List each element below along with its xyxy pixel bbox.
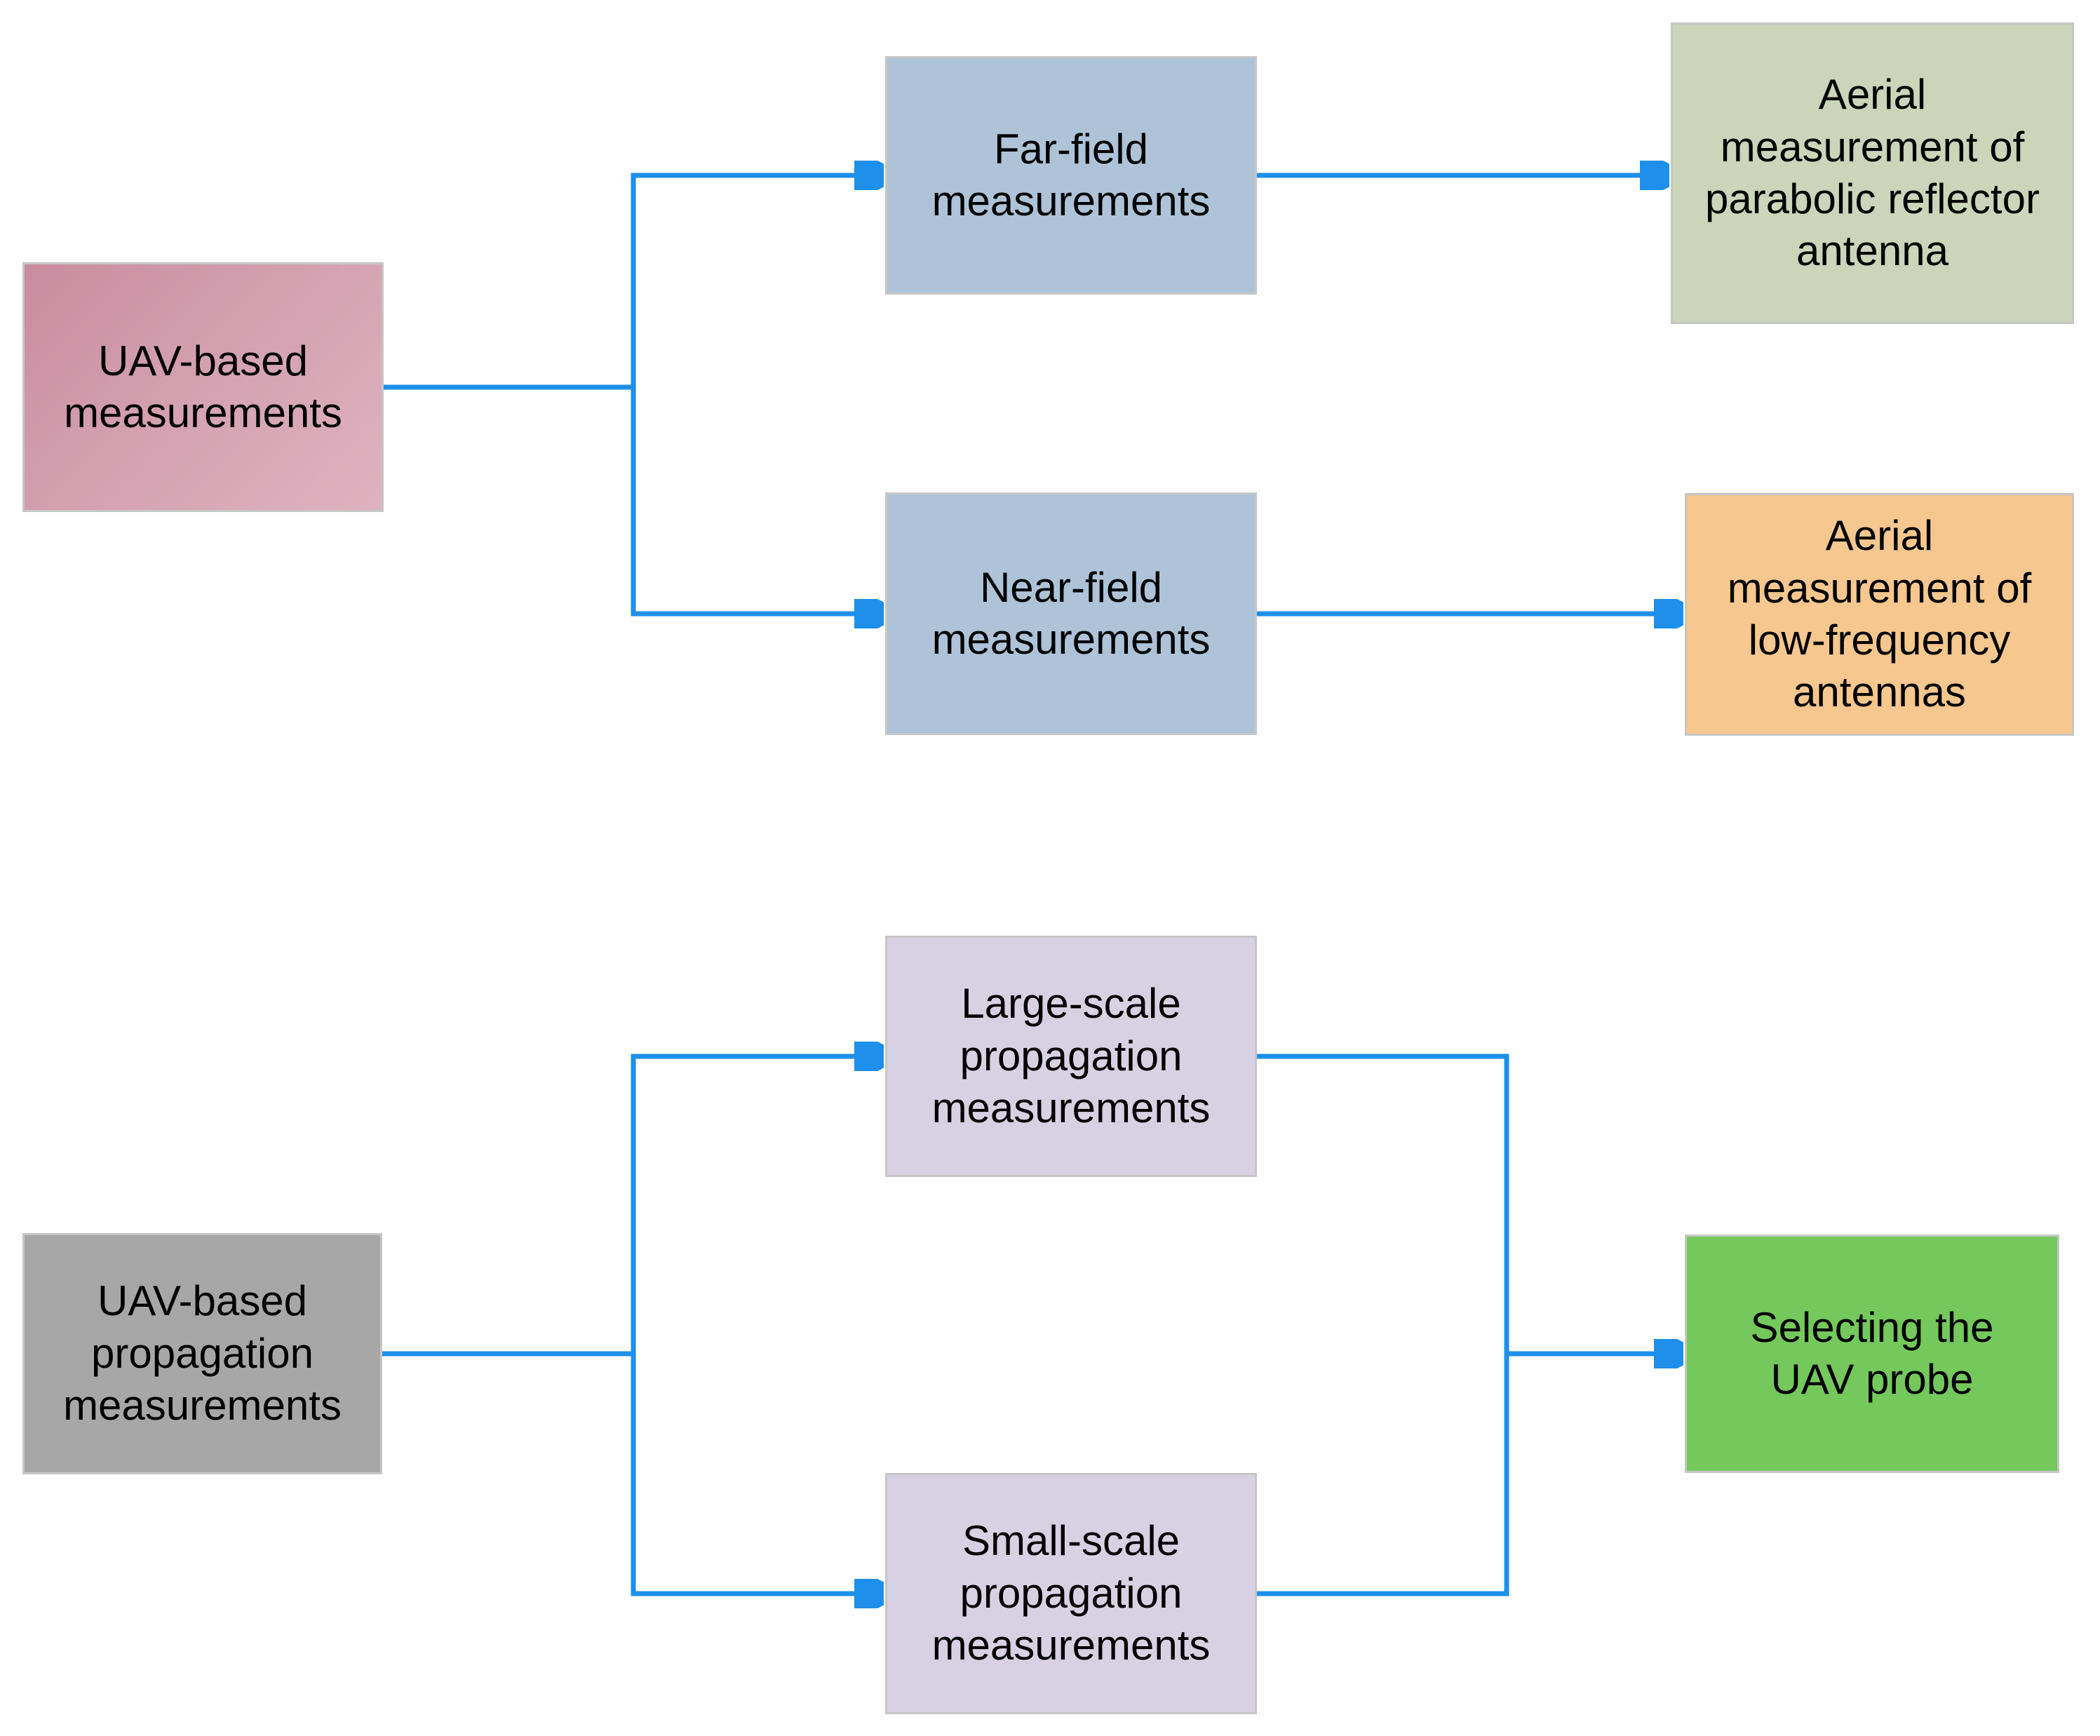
node-uav-based-propagation-measurements: UAV-based propagation measurements — [22, 1233, 382, 1474]
node-large-scale-propagation-measurements: Large-scale propagation measurements — [885, 936, 1257, 1177]
node-selecting-the-uav-probe: Selecting the UAV probe — [1685, 1234, 2059, 1473]
node-aerial-measurement-parabolic-reflector: Aerial measurement of parabolic reflecto… — [1671, 22, 2074, 324]
node-near-field-measurements: Near-field measurements — [885, 492, 1257, 735]
node-small-scale-propagation-measurements: Small-scale propagation measurements — [885, 1473, 1257, 1714]
node-aerial-measurement-low-frequency: Aerial measurement of low-frequency ante… — [1685, 493, 2074, 736]
node-uav-based-measurements: UAV-based measurements — [22, 262, 384, 512]
node-far-field-measurements: Far-field measurements — [885, 56, 1257, 295]
